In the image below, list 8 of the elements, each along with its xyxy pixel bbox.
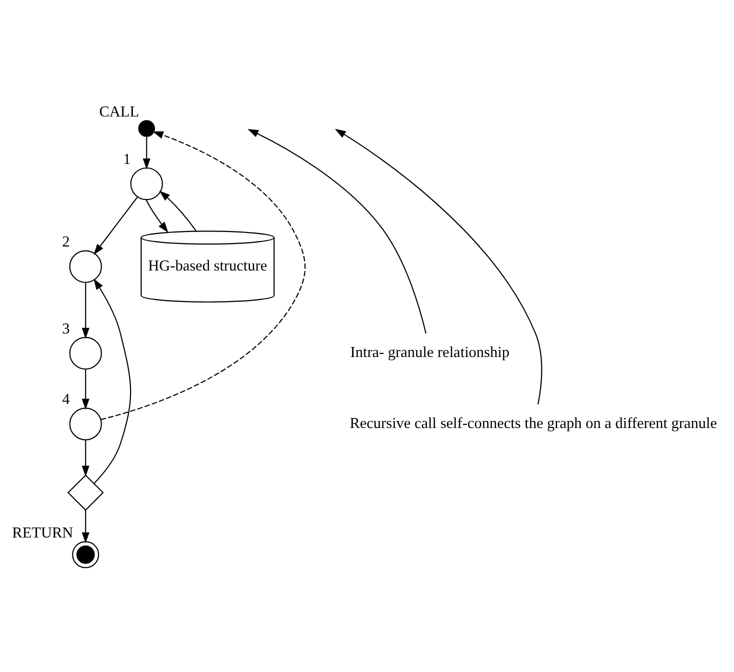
node-label: 1 <box>123 150 131 168</box>
node-text: Recursive call self-connects the graph on a different granule <box>350 415 718 432</box>
node-text: Intra- granule relationship <box>350 344 510 362</box>
node-label: 3 <box>62 320 70 338</box>
node-label: 4 <box>62 391 70 408</box>
node-label: RETURN <box>12 524 74 542</box>
node-label: 2 <box>62 234 70 251</box>
node-label: CALL <box>99 104 140 121</box>
